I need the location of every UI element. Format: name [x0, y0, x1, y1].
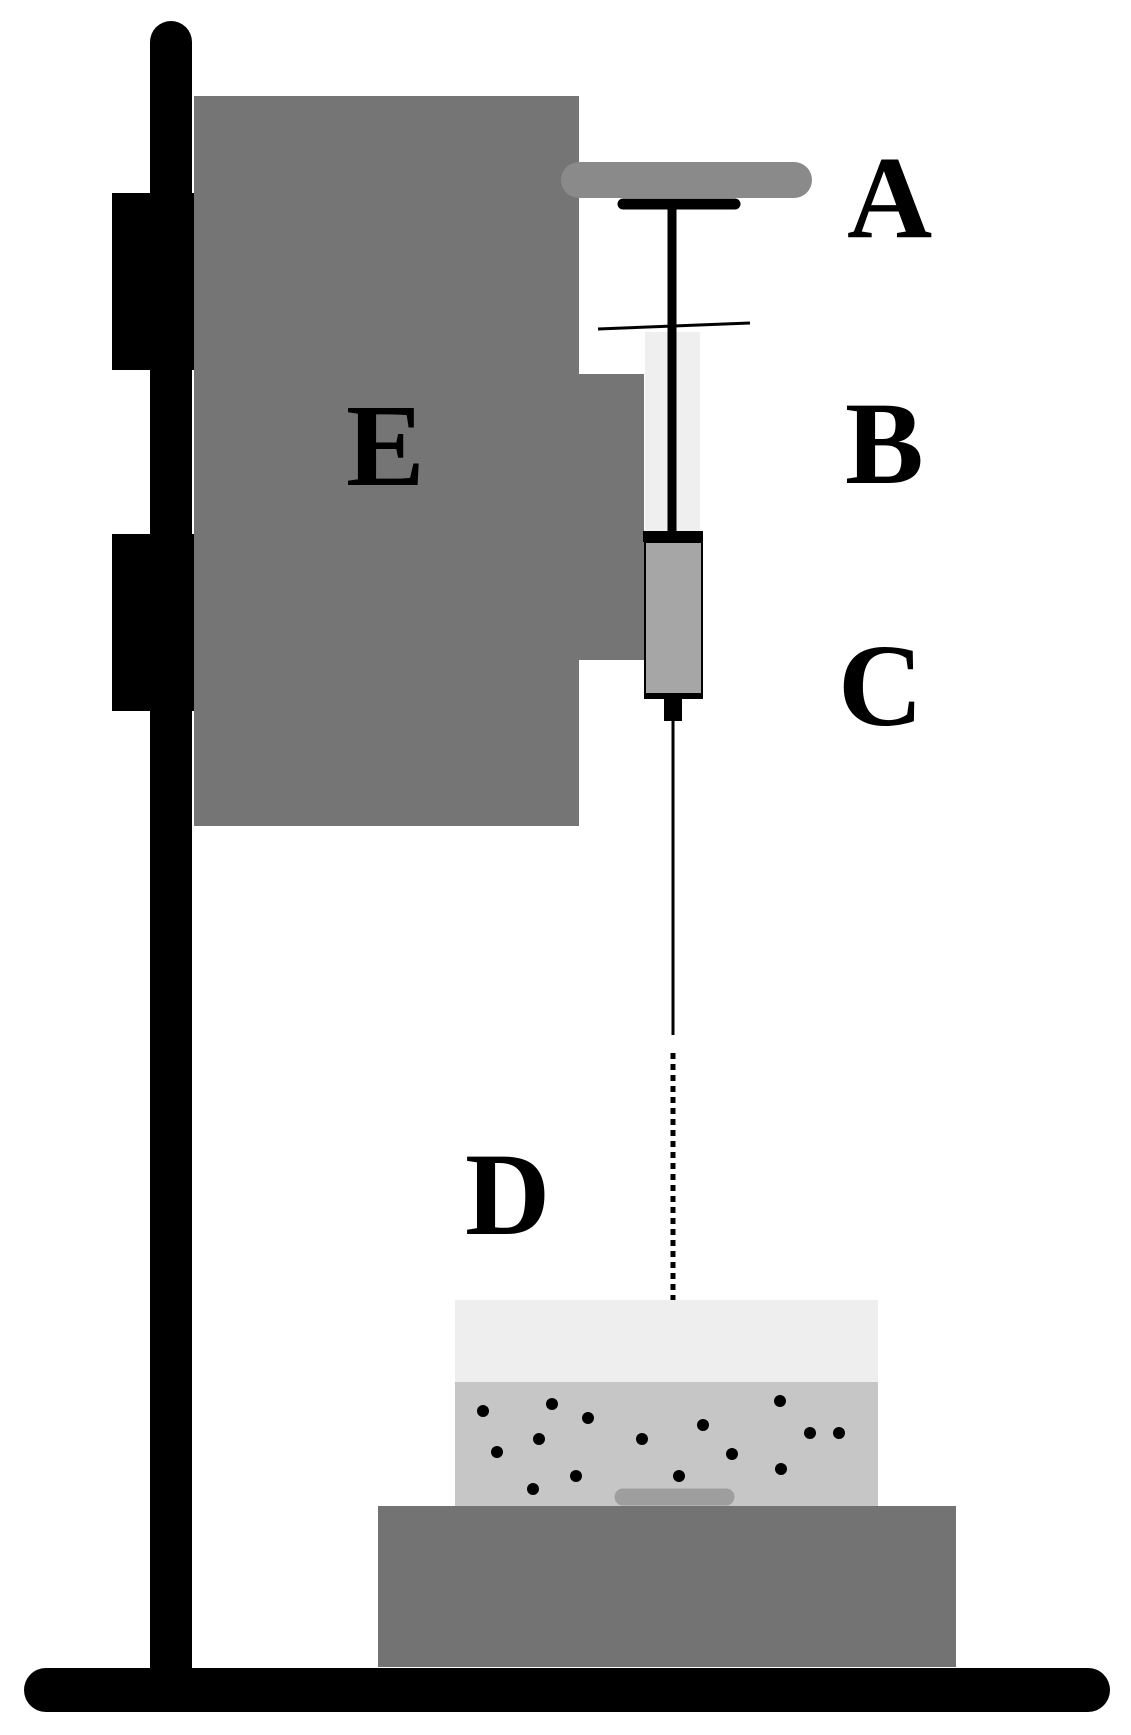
particles [477, 1395, 845, 1495]
syringe-holder-block [565, 374, 644, 660]
syringe-solution [644, 541, 703, 695]
label-c: C [838, 620, 923, 751]
syringe-tip [644, 693, 703, 699]
stirrer-plate [378, 1506, 956, 1667]
label-e: E [346, 380, 425, 511]
needle-hub [664, 699, 682, 721]
pump-body [194, 96, 579, 826]
label-a: A [847, 132, 932, 263]
collector-top-layer [455, 1300, 878, 1384]
collector-bath [455, 1382, 878, 1507]
label-b: B [845, 378, 924, 509]
label-d: D [465, 1129, 550, 1260]
plunger-stopper [643, 531, 703, 542]
lower-clamp [112, 534, 196, 711]
upper-clamp [112, 193, 196, 370]
